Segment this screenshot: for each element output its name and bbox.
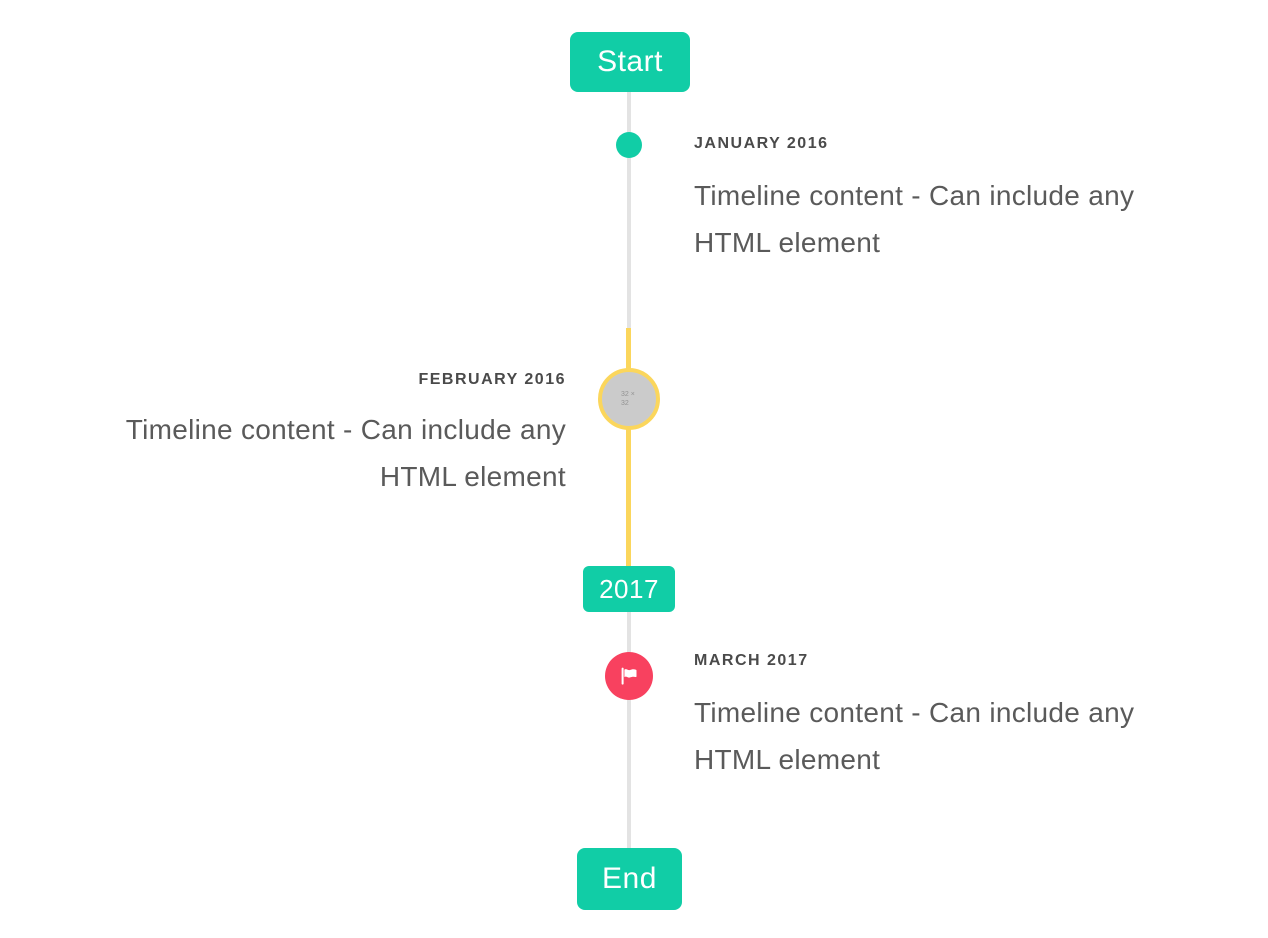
entry-title-january-2016: JANUARY 2016 — [694, 135, 829, 152]
timeline-end-badge: End — [577, 848, 682, 910]
timeline-line-highlight-segment — [626, 328, 631, 566]
entry-content-february-2016: Timeline content - Can include any HTML … — [125, 414, 566, 492]
timeline-year-label: 2017 — [599, 573, 659, 604]
flag-icon — [617, 664, 641, 688]
timeline-marker-dot-january — [616, 132, 642, 158]
entry-title-march-2017: MARCH 2017 — [694, 652, 809, 669]
timeline-marker-flag-march — [605, 652, 653, 700]
timeline-start-label: Start — [597, 45, 663, 78]
entry-content-january-2016: Timeline content - Can include any HTML … — [694, 180, 1135, 258]
entry-title-february-2016: FEBRUARY 2016 — [418, 371, 566, 388]
timeline-end-label: End — [602, 862, 657, 895]
timeline-marker-image-february: 32 ×32 — [598, 368, 660, 430]
broken-image-placeholder: 32 ×32 — [621, 391, 635, 407]
entry-content-march-2017: Timeline content - Can include any HTML … — [694, 697, 1135, 775]
timeline-year-badge: 2017 — [583, 566, 675, 612]
timeline-start-badge: Start — [570, 32, 690, 92]
